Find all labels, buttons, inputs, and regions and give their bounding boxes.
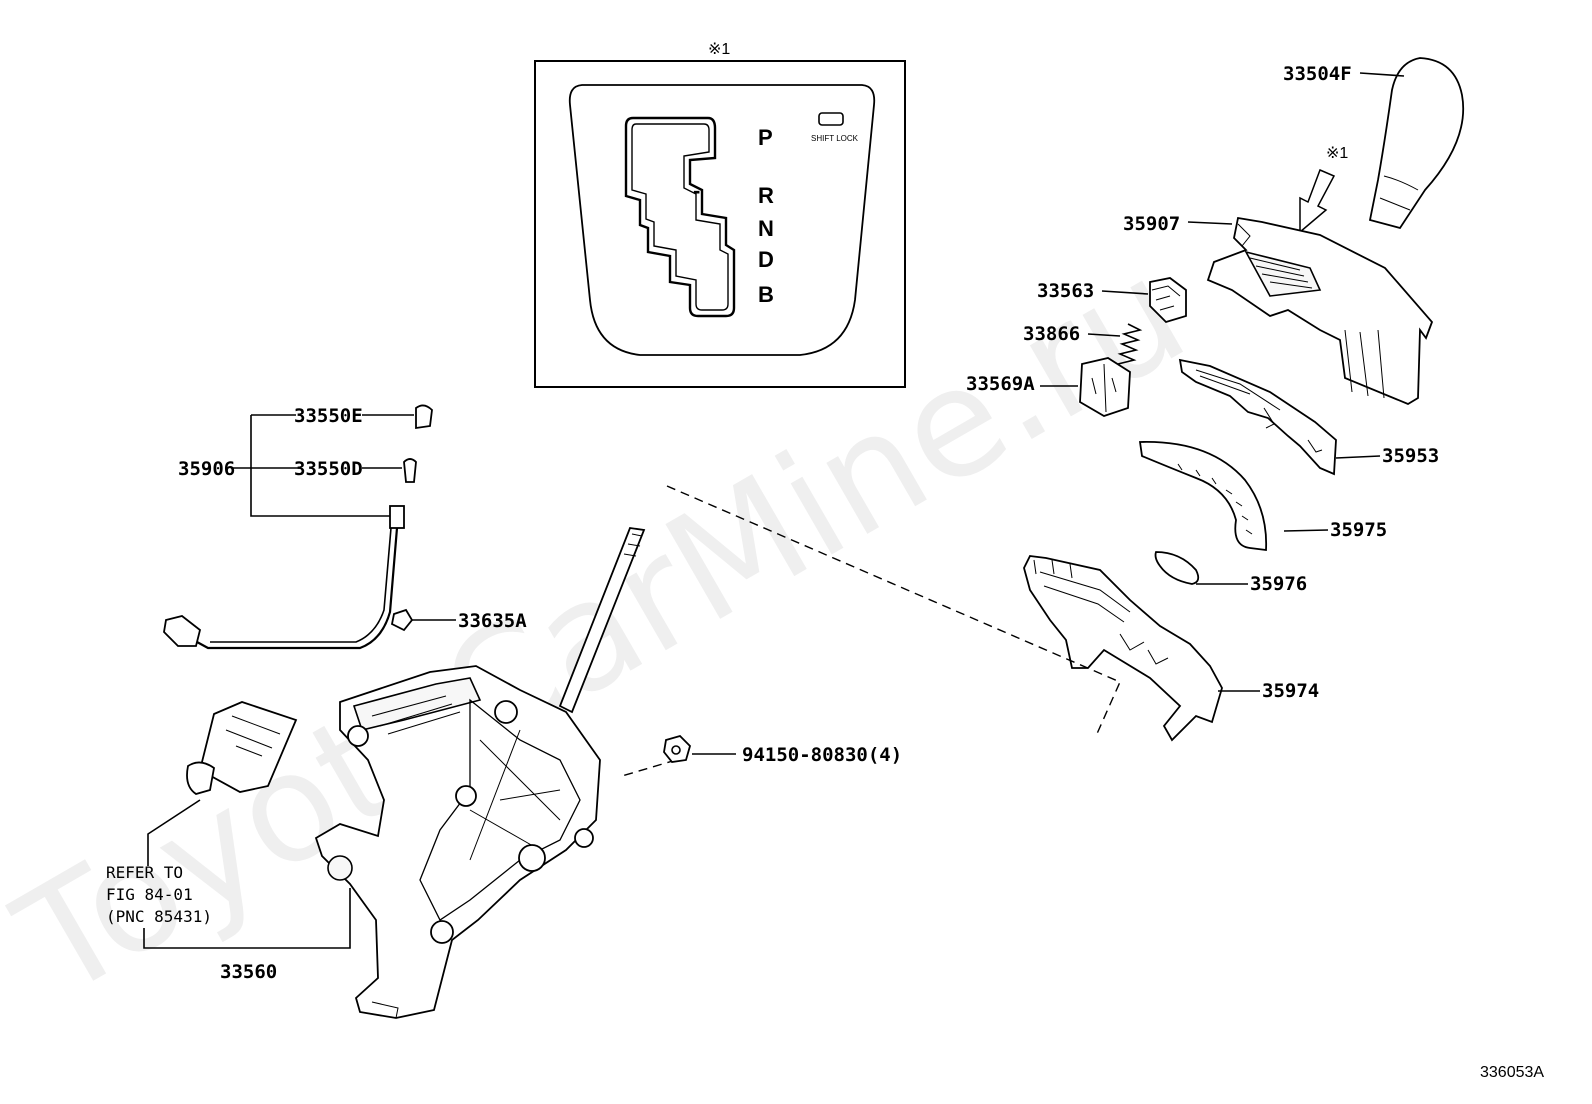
indicator-panel: [568, 84, 876, 356]
gate-minus: -: [693, 178, 700, 203]
marker-right: ※1: [1326, 145, 1348, 162]
spring-33866: [1117, 323, 1143, 365]
label-35953: 35953: [1382, 445, 1439, 467]
label-35975: 35975: [1330, 519, 1387, 541]
lock-button-33563: [1149, 277, 1187, 324]
shift-lock-block-33569A: [1079, 357, 1131, 417]
shift-indicator-inset: ※1 P - R N D B SHIFT LOCK: [534, 41, 906, 388]
gate-letter-b: B: [758, 282, 774, 307]
shift-lever-base-33560: [314, 665, 601, 1019]
leader-35953: [1335, 455, 1381, 459]
shift-lever-rod: [558, 527, 646, 714]
gate-letter-r: R: [758, 183, 774, 208]
bracket-35906: [250, 415, 395, 517]
bulb-socket-group: 35906 33550E 33550D: [163, 404, 433, 650]
label-33563: 33563: [1037, 280, 1094, 302]
gate-letter-p: P: [758, 125, 773, 150]
bracket-35974: [1023, 555, 1223, 742]
mount-hole-icon: [455, 785, 477, 807]
leader-33563: [1101, 290, 1149, 295]
label-35974: 35974: [1262, 680, 1319, 702]
gate-letter-d: D: [758, 247, 774, 272]
inset-marker: ※1: [708, 41, 730, 58]
label-33550E: 33550E: [294, 405, 363, 427]
dust-cover-35975: [1138, 441, 1268, 552]
gate-slot-inner: [631, 123, 729, 311]
mount-hole-icon: [430, 920, 454, 944]
label-35976: 35976: [1250, 573, 1307, 595]
gate-letter-n: N: [758, 216, 774, 241]
figure-code: 336053A: [1480, 1064, 1544, 1081]
shift-lock-button-icon: [818, 112, 844, 126]
label-33569A: 33569A: [966, 373, 1035, 395]
gate-slot-outer: [624, 116, 736, 318]
dashed-reference-line-lower: [621, 759, 677, 777]
mount-hole-icon: [347, 725, 369, 747]
shift-lock-solenoid: [186, 701, 298, 795]
pivot-hole-icon: [518, 844, 546, 872]
dashed-reference-line-upper: [666, 485, 1121, 737]
shift-knob: [1368, 57, 1465, 230]
label-33635A: 33635A: [458, 610, 527, 632]
label-35907: 35907: [1123, 213, 1180, 235]
position-plate-35953: [1178, 358, 1337, 476]
wire-harness: [185, 527, 399, 650]
label-94150: 94150-80830(4): [742, 744, 902, 766]
reference-line3: (PNC 85431): [106, 907, 212, 926]
leader-33866: [1087, 333, 1121, 337]
reference-line2: FIG 84-01: [106, 885, 193, 904]
label-33504F: 33504F: [1283, 63, 1352, 85]
shift-lock-label: SHIFT LOCK: [811, 134, 859, 143]
label-33550D: 33550D: [294, 458, 363, 480]
shift-knob-body: [1368, 57, 1465, 230]
leader-33504F: [1359, 72, 1405, 77]
leader-reference: [147, 799, 201, 866]
mount-hole-icon: [574, 828, 594, 848]
label-33866: 33866: [1023, 323, 1080, 345]
connector: [163, 615, 202, 647]
mount-hole-icon: [327, 855, 353, 881]
label-33560: 33560: [220, 961, 277, 983]
leader-35975: [1283, 529, 1329, 532]
reference-line1: REFER TO: [106, 863, 183, 882]
bulb-33550D: [403, 458, 417, 483]
leader-35907: [1187, 221, 1233, 225]
bulb-33550E: [415, 404, 433, 430]
leader-33560: [143, 888, 351, 949]
socket: [389, 505, 405, 529]
upper-housing-35907: [1206, 216, 1434, 406]
mount-hole-icon: [494, 700, 518, 724]
label-35906: 35906: [178, 458, 235, 480]
view-direction-arrow-icon: [1299, 169, 1336, 234]
nut-94150: [663, 734, 692, 763]
bolt-33635A: [390, 608, 414, 632]
small-plate-35976: [1154, 551, 1200, 585]
inset-frame: [534, 60, 906, 388]
